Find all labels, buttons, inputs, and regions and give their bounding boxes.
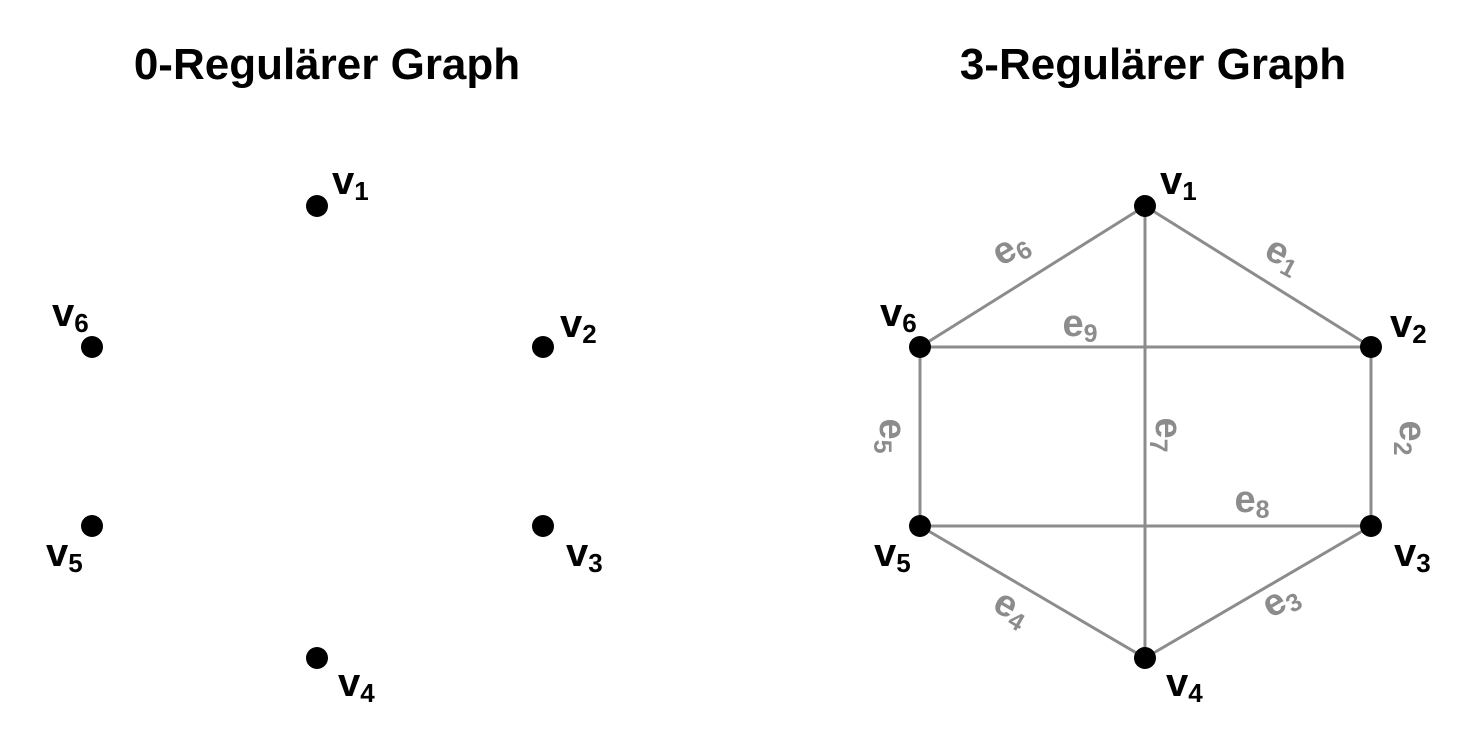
right-graph-title: 3-Regulärer Graph: [960, 40, 1346, 89]
right-vertex-label-v4: v4: [1166, 661, 1203, 708]
edge-label-e6: e6: [984, 221, 1037, 277]
left-vertex-label-v2: v2: [560, 302, 597, 349]
right-vertex-label-v2: v2: [1390, 302, 1427, 349]
right-vertex-label-v2-sub: 2: [1412, 319, 1426, 349]
right-vertex-label-v5: v5: [874, 531, 911, 578]
right-vertex-label-v6-sub: 6: [902, 308, 916, 338]
edge-label-e2-main: e: [1391, 420, 1433, 441]
right-vertex-label-v4-main: v: [1166, 661, 1189, 705]
right-vertex-v4: [1134, 647, 1156, 669]
left-vertex-v1: [306, 195, 328, 217]
edge-e6: [919, 204, 1146, 349]
right-vertex-label-v1: v1: [1160, 159, 1197, 206]
edge-label-e8-sub: 8: [1256, 496, 1270, 524]
edge-label-e7-main: e: [1147, 417, 1189, 438]
edge-e1: [1144, 204, 1372, 349]
left-vertex-label-v5: v5: [46, 531, 83, 578]
left-vertex-label-v4: v4: [338, 661, 375, 708]
right-vertex-label-v2-main: v: [1390, 302, 1413, 346]
left-vertex-label-v1-main: v: [332, 159, 355, 203]
edge-label-e9: e9: [1062, 303, 1097, 348]
left-vertex-label-v6-sub: 6: [74, 308, 88, 338]
left-vertex-label-v1-sub: 1: [354, 176, 368, 206]
edge-e3: [1144, 524, 1372, 660]
left-vertex-v6: [81, 336, 103, 358]
left-vertex-label-v5-main: v: [46, 531, 69, 575]
left-vertex-label-v1: v1: [332, 159, 369, 206]
right-vertex-label-v5-sub: 5: [896, 548, 910, 578]
right-vertex-v3: [1360, 515, 1382, 537]
right-vertex-label-v3: v3: [1394, 531, 1431, 578]
left-vertex-label-v3: v3: [566, 531, 603, 578]
edge-label-e5-main: e: [871, 418, 913, 439]
edge-label-e7: e7: [1144, 417, 1189, 452]
left-vertex-label-v4-main: v: [338, 661, 361, 705]
left-vertex-label-v3-sub: 3: [588, 548, 602, 578]
right-vertex-v1: [1134, 195, 1156, 217]
right-vertex-label-v3-sub: 3: [1416, 548, 1430, 578]
left-vertex-label-v2-main: v: [560, 302, 583, 346]
right-vertex-label-v3-main: v: [1394, 531, 1417, 575]
right-vertex-v2: [1360, 336, 1382, 358]
edge-label-e3: e3: [1254, 573, 1307, 629]
edge-label-e1: e1: [1257, 228, 1309, 284]
right-vertex-v6: [909, 336, 931, 358]
left-vertex-v2: [532, 336, 554, 358]
edge-label-e9-main: e: [1062, 303, 1083, 345]
left-graph-title: 0-Regulärer Graph: [134, 40, 520, 89]
left-vertex-v5: [81, 515, 103, 537]
left-vertex-v4: [306, 647, 328, 669]
left-vertex-v3: [532, 515, 554, 537]
left-vertex-label-v4-sub: 4: [360, 678, 375, 708]
edge-label-e2-sub: 2: [1388, 442, 1416, 456]
edge-label-e8: e8: [1234, 479, 1269, 524]
right-vertex-label-v1-main: v: [1160, 159, 1183, 203]
edge-label-e8-main: e: [1234, 479, 1255, 521]
edge-label-e9-sub: 9: [1084, 320, 1098, 348]
edge-label-e7-sub: 7: [1144, 439, 1172, 453]
left-vertex-label-v2-sub: 2: [582, 319, 596, 349]
right-vertex-label-v6: v6: [880, 291, 917, 338]
right-vertex-label-v5-main: v: [874, 531, 897, 575]
left-vertex-label-v3-main: v: [566, 531, 589, 575]
left-vertex-label-v5-sub: 5: [68, 548, 82, 578]
right-vertex-label-v4-sub: 4: [1188, 678, 1203, 708]
edge-label-e2: e2: [1388, 420, 1433, 455]
right-vertex-label-v1-sub: 1: [1182, 176, 1196, 206]
left-vertex-label-v6: v6: [52, 291, 89, 338]
edge-label-e5: e5: [868, 418, 913, 453]
right-vertex-v5: [909, 515, 931, 537]
edge-e4: [919, 524, 1146, 660]
left-vertex-label-v6-main: v: [52, 291, 75, 335]
edge-label-e5-sub: 5: [868, 440, 896, 454]
right-vertex-label-v6-main: v: [880, 291, 903, 335]
